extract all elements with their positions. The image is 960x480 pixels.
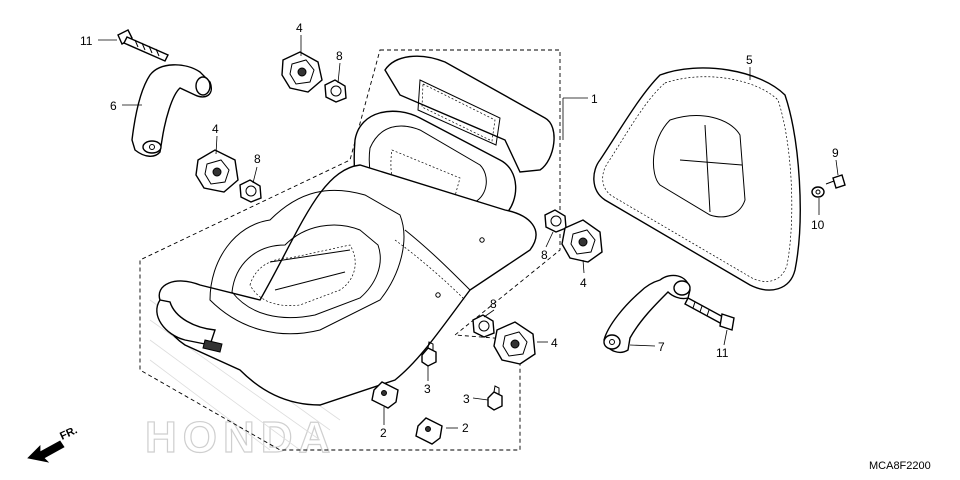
callout-4: 4	[580, 276, 587, 290]
knob-4d	[493, 321, 536, 365]
callout-11: 11	[80, 34, 93, 48]
washer-10	[811, 186, 825, 198]
grab-handle-right	[603, 274, 735, 353]
grab-handle-left	[117, 29, 212, 157]
collar-8c	[544, 209, 567, 233]
leader-lines	[98, 35, 839, 429]
front-direction-arrow-icon	[27, 440, 65, 463]
collar-8d	[472, 314, 495, 338]
callout-3: 3	[463, 392, 470, 406]
seat-assembly	[156, 55, 555, 406]
callout-10: 10	[811, 218, 825, 232]
callout-4: 4	[212, 122, 219, 136]
collar-8b	[239, 179, 262, 203]
callout-5: 5	[746, 53, 753, 67]
knob-4a	[281, 51, 323, 93]
watermark-text: HONDA	[145, 413, 336, 462]
knob-4c	[561, 219, 603, 263]
callout-6: 6	[110, 99, 117, 113]
callout-8: 8	[490, 297, 497, 311]
callout-8: 8	[336, 49, 343, 63]
callout-3: 3	[424, 382, 431, 396]
knob-4b	[195, 149, 239, 193]
clip-2a	[371, 381, 399, 409]
clip-2b	[415, 417, 443, 445]
collar-8a	[324, 79, 347, 103]
diagram-code: MCA8F2200	[869, 460, 931, 472]
callout-2: 2	[462, 421, 469, 435]
screw-9	[825, 174, 846, 189]
nut-3a	[421, 341, 437, 367]
callout-7: 7	[658, 340, 665, 354]
callout-4: 4	[551, 336, 558, 350]
callout-11: 11	[716, 346, 729, 360]
callout-8: 8	[254, 152, 261, 166]
callout-2: 2	[380, 426, 387, 440]
callout-1: 1	[591, 92, 598, 106]
backrest-pad	[593, 67, 801, 291]
callout-4: 4	[296, 21, 303, 35]
callout-9: 9	[832, 146, 839, 160]
callout-8: 8	[541, 248, 548, 262]
nut-3b	[487, 385, 503, 411]
front-direction-label: FR.	[58, 424, 79, 442]
